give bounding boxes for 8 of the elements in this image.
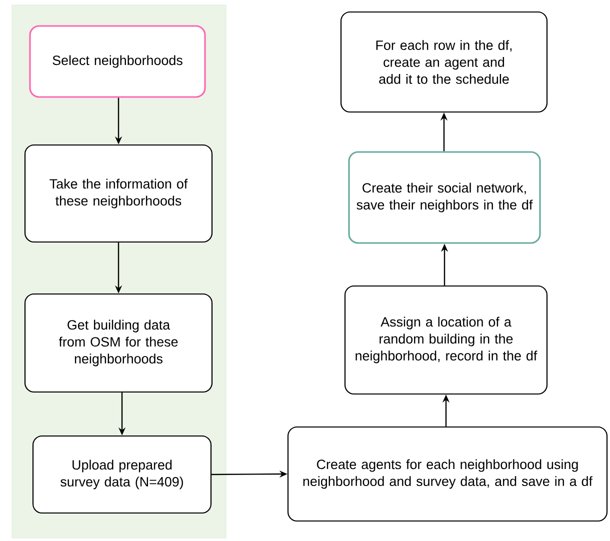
process-box: Assign a location of a random building in the neighborhood, record in the df <box>344 285 548 395</box>
process-box: Create agents for each neighborhood using neighborhood and survey data, and save in a df <box>287 426 608 522</box>
process-box: Take the information of these neighborhoods <box>24 144 213 243</box>
process-box: Upload prepared survey data (N=409) <box>32 435 212 514</box>
process-box: Create their social network, save their neighbors in the df <box>348 151 541 244</box>
process-box: Get building data from OSM for these neighborhoods <box>24 293 213 393</box>
process-box: For each row in the df, create an agent and add it to the schedule <box>340 11 548 113</box>
process-box: Select neighborhoods <box>29 25 206 98</box>
